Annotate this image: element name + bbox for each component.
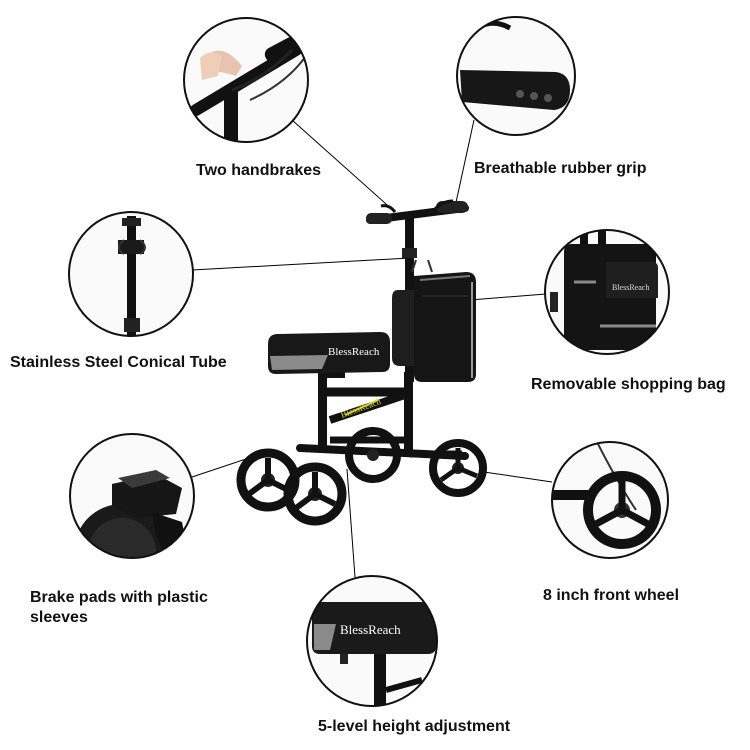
leader-line-handbrakes [291,119,396,213]
seat-detail-brand-text: BlessReach [340,622,401,637]
leader-line-grip [454,119,475,208]
label-rubber-grip: Breathable rubber grip [474,160,647,177]
detail-circle-height: BlessReach [306,575,438,707]
detail-circle-bag: BlessReach [544,229,670,355]
detail-circle-front-wheel [551,441,669,559]
label-brake-pads: Brake pads with plastic sleeves [30,589,208,626]
rear-wheel-right [283,462,347,526]
detail-circle-handbrakes [183,17,309,143]
leader-line-bag [469,293,547,301]
detail-circle-grip [456,16,576,136]
leader-lines [191,119,553,578]
seat-brand-text: BlessReach [328,346,380,358]
detail-circle-tube [68,211,194,337]
leader-line-height [346,468,356,578]
front-wheel-right [429,439,487,497]
front-wheel-left [345,427,401,483]
bag-brand-text: BlessReach [612,283,649,292]
label-handbrakes: Two handbrakes [196,162,322,179]
label-front-wheel: 8 inch front wheel [543,587,680,604]
detail-circle-pads [69,433,195,559]
leader-line-tube [191,257,411,271]
label-height-adjustment: 5-level height adjustment [318,718,511,735]
leader-line-wheel [483,471,553,483]
label-conical-tube: Stainless Steel Conical Tube [10,354,227,371]
label-shopping-bag: Removable shopping bag [531,376,726,393]
knee-scooter: BlessReach BlessReach [236,199,487,526]
